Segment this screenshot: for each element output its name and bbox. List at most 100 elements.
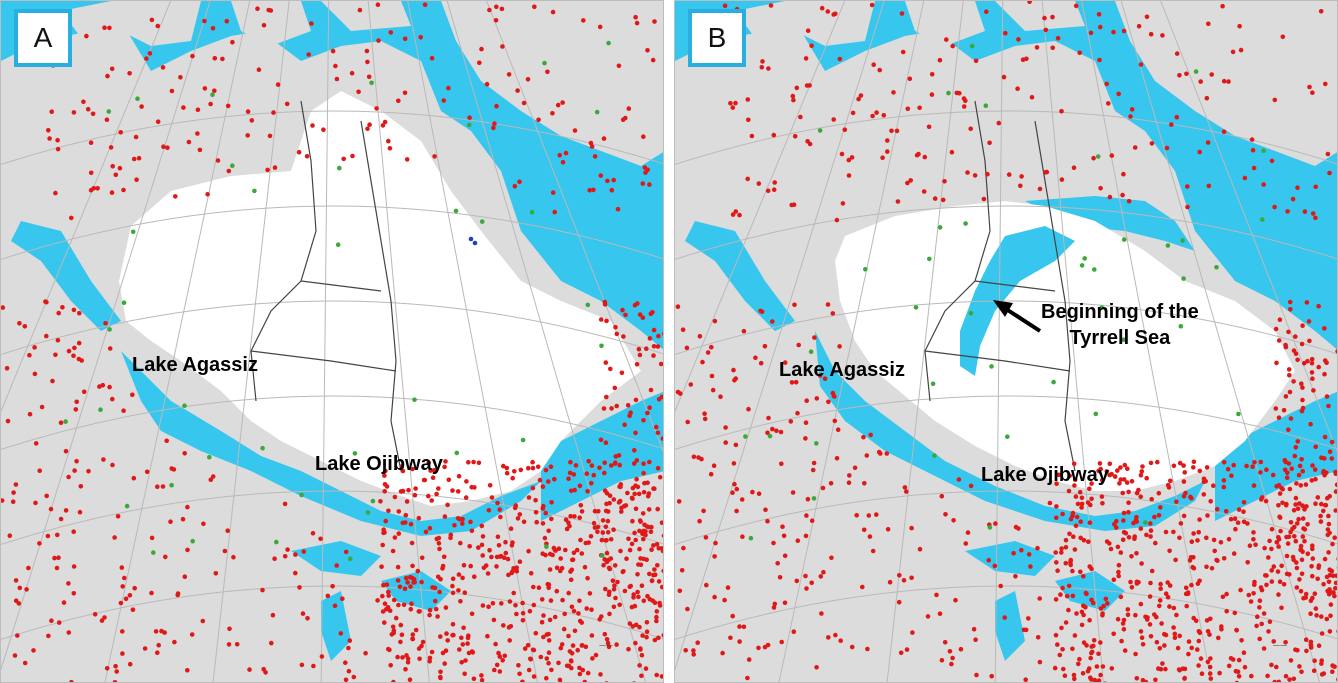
site-marker — [123, 596, 129, 602]
site-marker — [605, 178, 610, 184]
site-marker — [1261, 646, 1267, 651]
site-marker — [1293, 334, 1298, 339]
site-marker — [169, 88, 175, 94]
site-marker — [870, 113, 875, 119]
site-marker — [1297, 501, 1302, 506]
site-marker — [460, 521, 465, 526]
site-marker — [633, 430, 638, 436]
graticule-lines — [675, 1, 1337, 682]
site-marker — [468, 236, 474, 242]
site-marker — [1182, 675, 1187, 681]
site-marker — [1118, 465, 1123, 470]
site-marker — [384, 606, 389, 612]
site-marker — [1096, 678, 1102, 682]
site-marker — [987, 525, 993, 530]
site-marker — [71, 564, 77, 569]
site-marker — [1044, 169, 1050, 175]
site-marker — [634, 458, 640, 463]
site-marker — [591, 520, 597, 526]
site-marker — [1128, 114, 1133, 119]
site-marker — [807, 141, 813, 147]
site-marker — [1336, 566, 1337, 569]
site-marker — [1287, 373, 1292, 378]
site-marker — [766, 66, 771, 71]
site-marker — [384, 484, 390, 489]
site-marker — [1223, 509, 1229, 514]
site-marker — [1073, 494, 1079, 499]
site-marker — [1068, 562, 1073, 568]
site-marker — [675, 304, 681, 310]
greenland — [1115, 1, 1337, 166]
site-marker — [1088, 675, 1093, 680]
site-marker — [46, 128, 51, 133]
site-marker — [1121, 627, 1127, 632]
site-marker — [905, 106, 911, 112]
site-marker — [661, 633, 663, 638]
site-marker — [677, 588, 683, 594]
site-marker — [1117, 481, 1122, 486]
site-marker — [1094, 664, 1100, 669]
site-marker — [1288, 416, 1294, 421]
site-marker — [645, 48, 650, 53]
site-marker — [1109, 666, 1115, 671]
site-marker — [831, 12, 836, 17]
site-marker — [1299, 457, 1304, 462]
site-marker — [1216, 635, 1221, 641]
site-marker — [1098, 185, 1103, 191]
site-marker — [1208, 499, 1213, 504]
site-marker — [1269, 568, 1274, 573]
site-marker — [1145, 615, 1150, 620]
meridian-line — [675, 1, 885, 671]
site-marker — [1241, 519, 1247, 525]
site-marker — [572, 128, 578, 133]
site-marker — [1177, 633, 1182, 639]
site-marker — [765, 518, 770, 524]
site-marker — [579, 551, 585, 556]
site-marker — [758, 308, 763, 314]
site-marker — [630, 624, 636, 629]
site-marker — [1323, 502, 1328, 508]
site-marker — [544, 544, 549, 549]
site-marker — [1063, 620, 1069, 625]
site-marker — [566, 520, 571, 525]
site-marker — [115, 514, 121, 519]
site-marker — [432, 598, 438, 604]
site-marker — [398, 622, 404, 628]
site-marker — [1183, 591, 1189, 597]
site-marker — [549, 667, 554, 673]
site-marker — [1122, 648, 1128, 653]
site-marker — [1171, 463, 1177, 469]
meridian-line — [675, 1, 846, 413]
lake-agassiz-label: Lake Agassiz — [132, 354, 258, 376]
site-marker — [1037, 186, 1043, 192]
site-marker — [1293, 445, 1299, 450]
site-marker — [696, 455, 701, 460]
site-marker — [1319, 658, 1324, 663]
site-marker — [133, 134, 139, 140]
site-marker — [1066, 583, 1072, 589]
site-marker — [849, 155, 855, 160]
site-marker — [496, 543, 502, 548]
site-marker — [612, 385, 618, 391]
site-marker — [814, 441, 819, 446]
site-marker — [901, 578, 907, 583]
site-marker — [792, 302, 797, 308]
site-marker — [1077, 50, 1082, 56]
site-marker — [925, 614, 931, 619]
site-marker — [503, 539, 508, 545]
site-marker — [514, 569, 520, 574]
site-marker — [804, 513, 809, 518]
site-marker — [1068, 557, 1074, 563]
site-marker — [81, 389, 87, 395]
site-marker — [66, 348, 72, 354]
site-marker — [387, 146, 393, 151]
site-marker — [861, 527, 867, 533]
site-marker — [369, 80, 374, 86]
site-marker — [499, 6, 505, 12]
site-marker — [1091, 638, 1097, 643]
site-marker — [536, 585, 542, 590]
site-marker — [384, 582, 390, 587]
site-marker — [578, 537, 583, 543]
site-marker — [335, 242, 341, 247]
